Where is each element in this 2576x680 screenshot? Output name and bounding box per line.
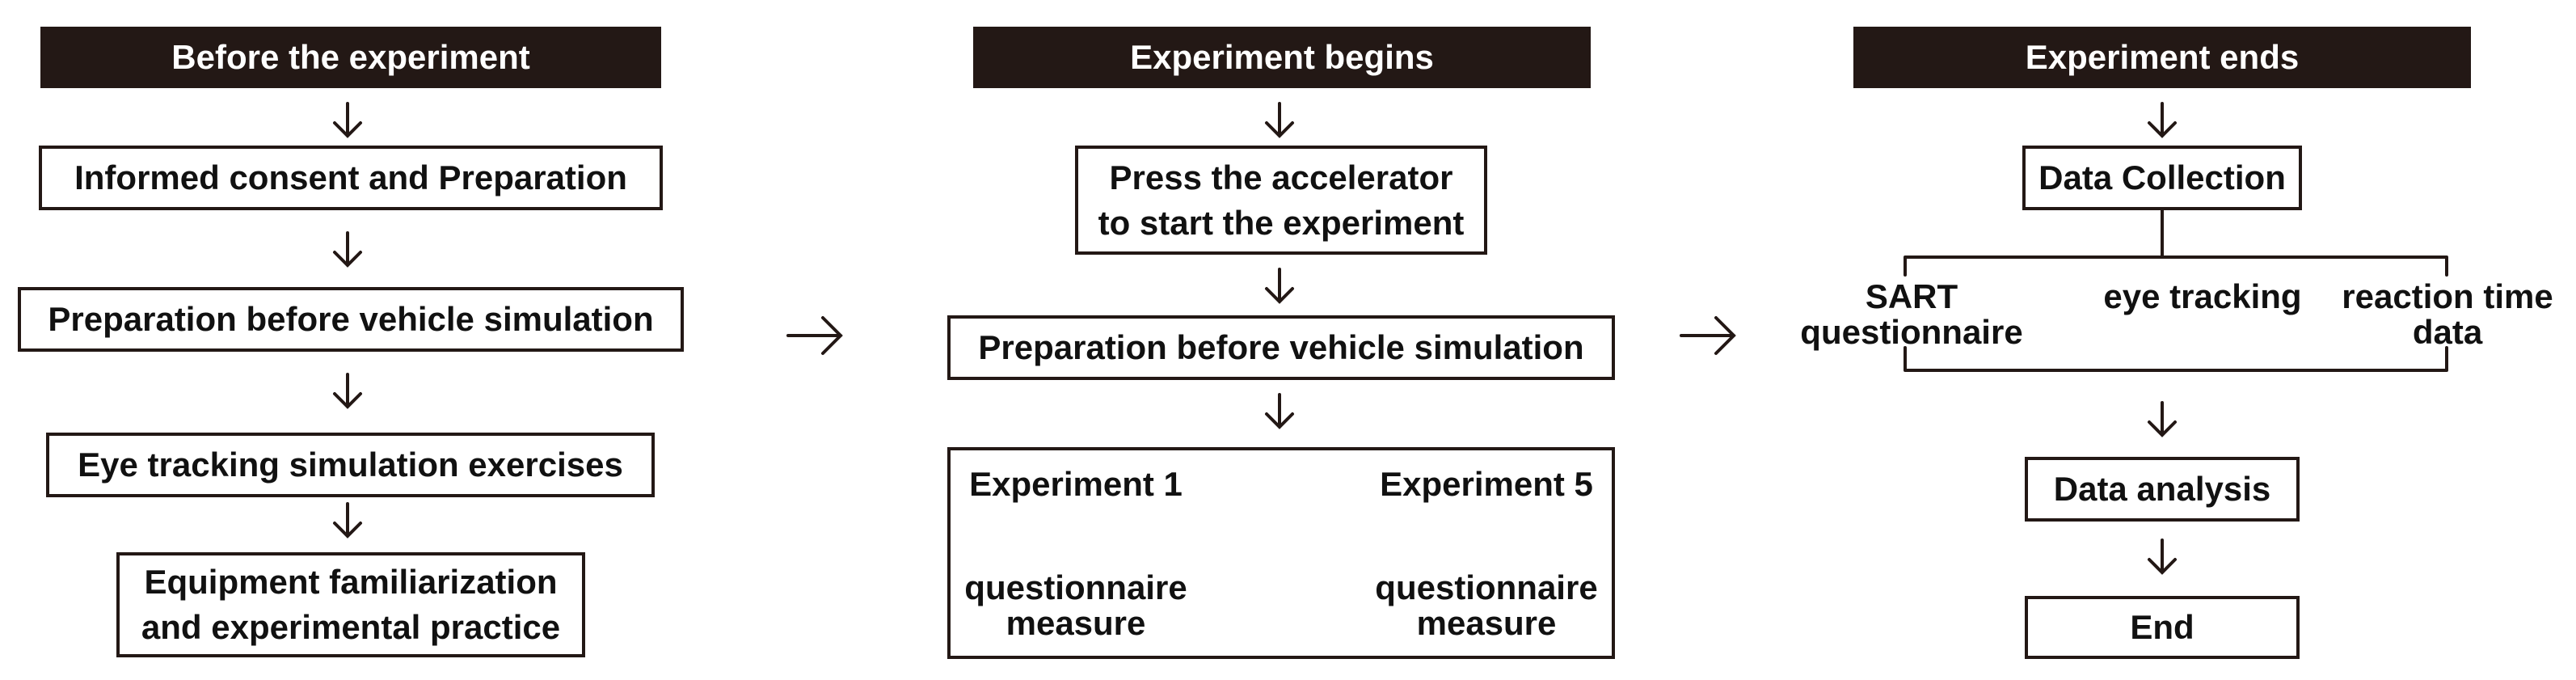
measure-1-line-1: questionnaire (964, 568, 1187, 606)
right-arrow-icon (1680, 316, 1736, 355)
data-collection-box: Data Collection (2022, 146, 2302, 210)
questionnaire-measure-1: questionnaire measure (951, 570, 1201, 641)
down-arrow-icon (2148, 401, 2177, 437)
measure-5-line-2: measure (1416, 604, 1557, 642)
reaction-line-1: reaction time (2342, 277, 2553, 315)
right-arrow-icon (786, 316, 843, 355)
step-press-line-1: Press the accelerator (1109, 158, 1453, 196)
eye-tracking-line-1: eye tracking (2103, 277, 2302, 315)
data-analysis-box: Data analysis (2025, 457, 2300, 522)
measure-5-line-1: questionnaire (1375, 568, 1598, 606)
down-arrow-icon (2148, 539, 2177, 575)
step-informed-consent: Informed consent and Preparation (39, 146, 663, 210)
column-header-ends: Experiment ends (1853, 27, 2471, 88)
down-arrow-icon (333, 102, 362, 138)
down-arrow-icon (1265, 102, 1294, 138)
column-header-begins: Experiment begins (973, 27, 1591, 88)
experiments-box: Experiment 1 Experiment 5 questionnaire … (947, 447, 1615, 659)
down-arrow-icon (2148, 102, 2177, 138)
step-preparation-vehicle-simulation-2: Preparation before vehicle simulation (947, 315, 1615, 380)
data-type-eye-tracking: eye tracking (2081, 279, 2324, 315)
down-arrow-icon (333, 231, 362, 268)
down-arrow-icon (333, 502, 362, 539)
step-equipment-familiarization: Equipment familiarization and experiment… (116, 552, 585, 657)
data-type-reaction-time: reaction time data (2326, 279, 2569, 350)
reaction-line-2: data (2412, 313, 2483, 351)
step-equipment-line-2: and experimental practice (141, 608, 561, 646)
end-box: End (2025, 596, 2300, 659)
data-type-sart: SART questionnaire (1790, 279, 2033, 350)
questionnaire-measure-5: questionnaire measure (1361, 570, 1612, 641)
experiment-1-label: Experiment 1 (969, 465, 1183, 503)
sart-line-2: questionnaire (1800, 313, 2023, 351)
step-press-line-2: to start the experiment (1098, 203, 1465, 242)
step-preparation-vehicle-simulation: Preparation before vehicle simulation (18, 287, 684, 352)
column-header-before: Before the experiment (40, 27, 661, 88)
down-arrow-icon (1265, 268, 1294, 304)
step-eye-tracking-exercises: Eye tracking simulation exercises (46, 433, 655, 497)
down-arrow-icon (333, 373, 362, 409)
experiment-5-label: Experiment 5 (1380, 465, 1593, 503)
step-equipment-line-1: Equipment familiarization (144, 563, 558, 601)
down-arrow-icon (1265, 393, 1294, 429)
measure-1-line-2: measure (1006, 604, 1146, 642)
step-press-accelerator: Press the accelerator to start the exper… (1075, 146, 1487, 255)
sart-line-1: SART (1865, 277, 1958, 315)
